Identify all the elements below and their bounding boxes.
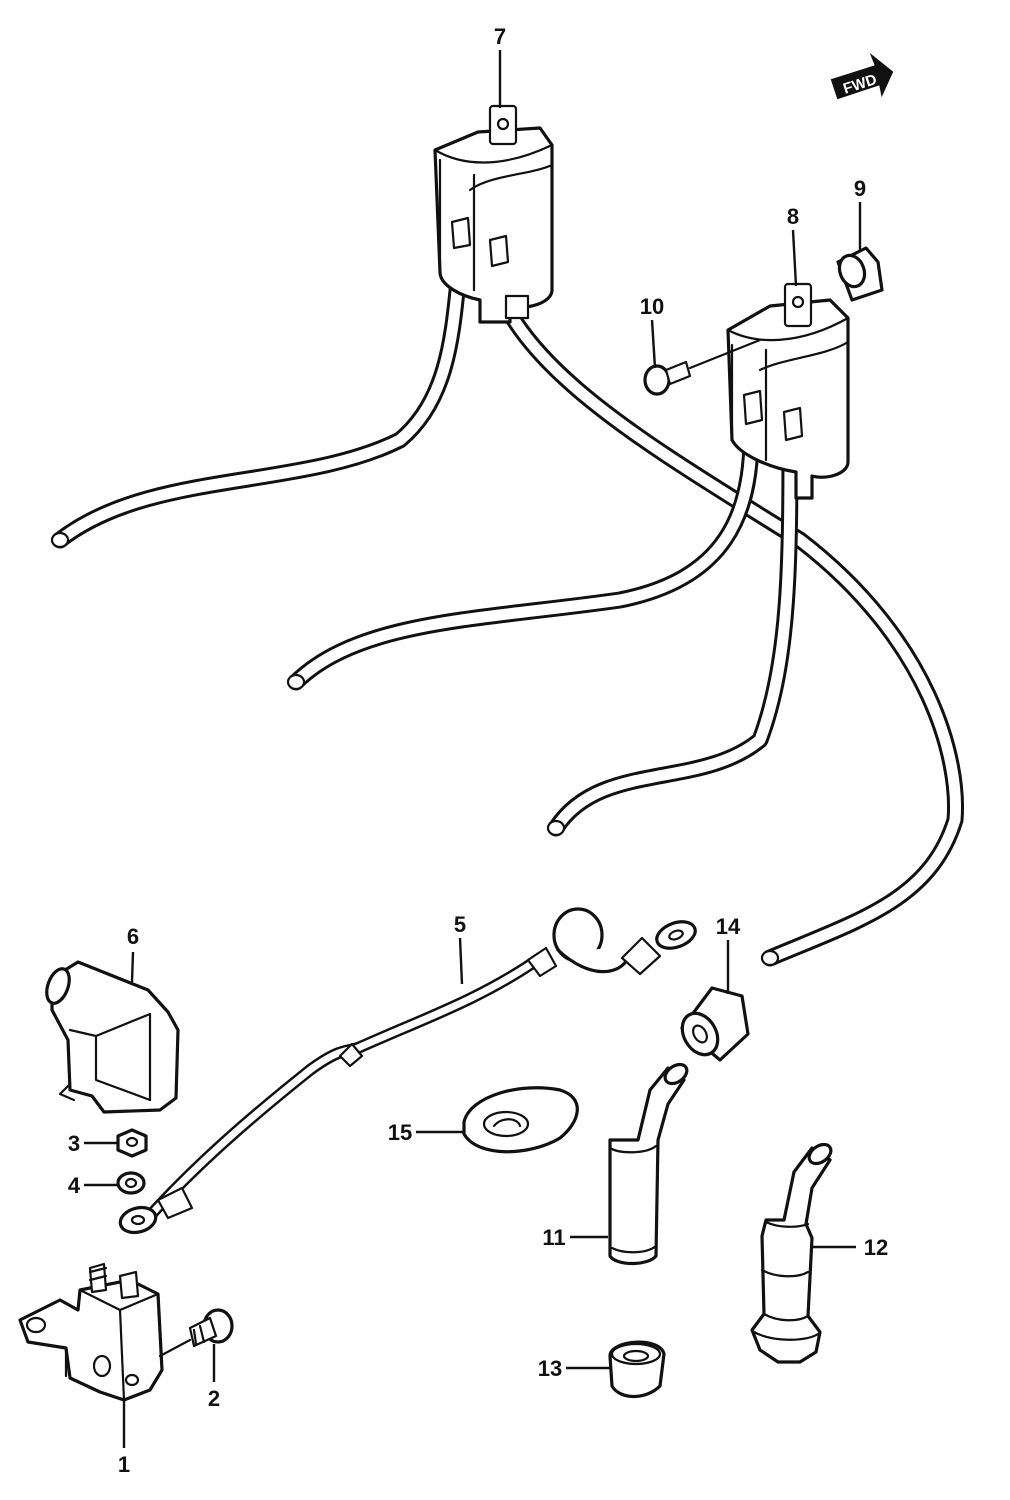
callout-2: 2 xyxy=(208,1386,220,1411)
callout-8: 8 xyxy=(787,204,799,229)
cover-6 xyxy=(45,960,180,1114)
plug-cap-12 xyxy=(750,1142,833,1364)
ignition-coil-7 xyxy=(433,104,554,324)
cap-13 xyxy=(608,1340,666,1399)
coil-7-cable-right xyxy=(479,241,964,967)
callout-9: 9 xyxy=(854,176,866,201)
ignition-coil-8 xyxy=(726,282,850,500)
nut-3 xyxy=(116,1128,148,1158)
washer-4 xyxy=(116,1171,146,1195)
grommet-15 xyxy=(462,1086,579,1154)
callout-15: 15 xyxy=(388,1120,412,1145)
coil-7-cable-left xyxy=(50,226,473,549)
coil-8-cable-right xyxy=(546,421,799,837)
screw-10 xyxy=(643,338,762,396)
callout-12: 12 xyxy=(864,1235,888,1260)
callout-10: 10 xyxy=(640,294,664,319)
callout-5: 5 xyxy=(454,912,466,937)
lead-wire-5 xyxy=(118,907,697,1235)
callout-labels: 7 8 9 10 6 5 14 3 4 15 11 12 13 2 1 xyxy=(68,24,888,1477)
callout-1: 1 xyxy=(118,1452,130,1477)
leader-lines xyxy=(84,50,862,1448)
spacer-9 xyxy=(836,246,884,302)
callout-4: 4 xyxy=(68,1173,81,1198)
callout-6: 6 xyxy=(127,924,139,949)
relay-1 xyxy=(18,1262,164,1402)
callout-7: 7 xyxy=(494,24,506,49)
callout-14: 14 xyxy=(716,914,741,939)
collar-14 xyxy=(680,986,750,1062)
callout-11: 11 xyxy=(542,1225,565,1250)
coil-8-cable-left xyxy=(286,401,760,691)
fwd-arrow-icon: FWD xyxy=(830,52,894,100)
callout-3: 3 xyxy=(68,1131,80,1156)
plug-cap-11 xyxy=(608,1062,689,1266)
bolt-2 xyxy=(158,1308,234,1358)
callout-13: 13 xyxy=(538,1356,562,1381)
